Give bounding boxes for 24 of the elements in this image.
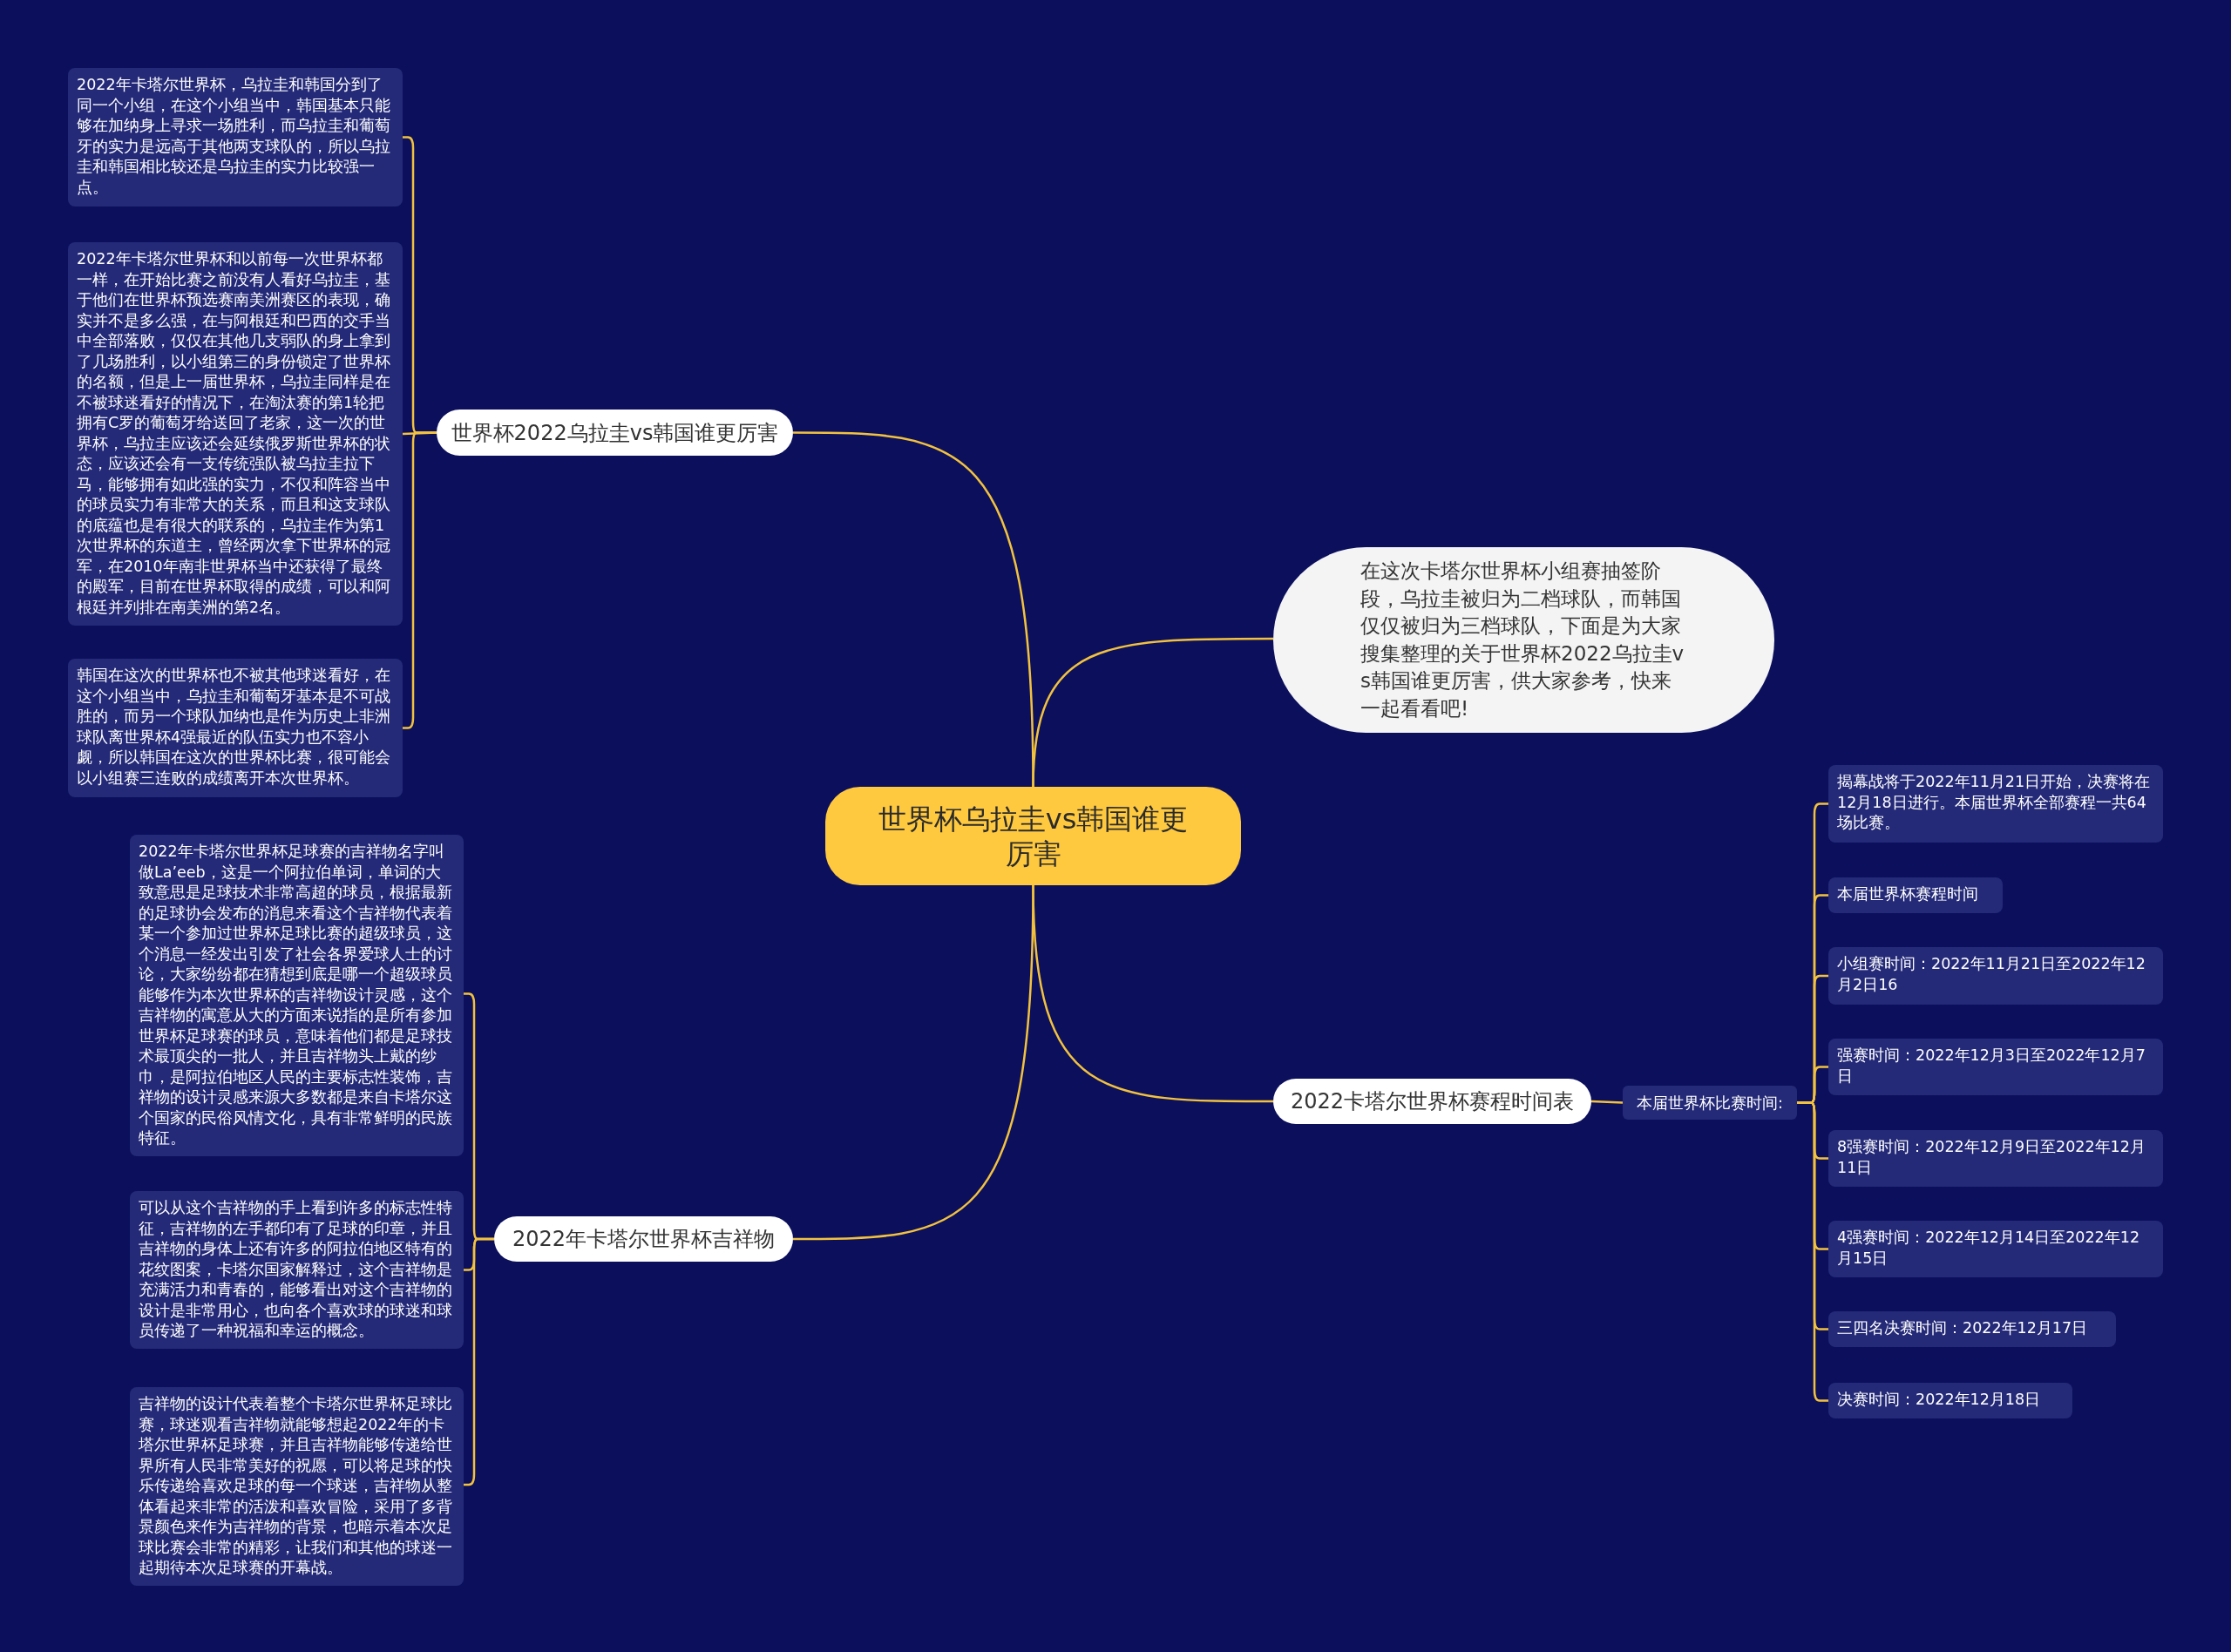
topic-pill: 2022卡塔尔世界杯赛程时间表 bbox=[1273, 1079, 1591, 1124]
text-card: 4强赛时间：2022年12月14日至2022年12月15日 bbox=[1828, 1221, 2163, 1277]
topic-pill: 2022年卡塔尔世界杯吉祥物 bbox=[494, 1216, 793, 1262]
text-card: 小组赛时间：2022年11月21日至2022年12月2日16 bbox=[1828, 947, 2163, 1005]
text-card: 韩国在这次的世界杯也不被其他球迷看好，在这个小组当中，乌拉圭和葡萄牙基本是不可战胜的，而另一个球队加纳也是作为历史上非洲球队离世界杯4强最近的队伍实力也不容小觑，所以韩国在这次的世界杯比赛，很可能会以小组赛三连败的成绩离开本次世界杯。 bbox=[68, 659, 403, 797]
topic-pill: 世界杯2022乌拉圭vs韩国谁更厉害 bbox=[437, 410, 793, 456]
text-card: 2022年卡塔尔世界杯，乌拉圭和韩国分到了同一个小组，在这个小组当中，韩国基本只能够在加纳身上寻求一场胜利，而乌拉圭和葡萄牙的实力是远高于其他两支球队的，所以乌拉圭和韩国相比较还是乌拉圭的实力比较强一点。 bbox=[68, 68, 403, 206]
central-topic: 世界杯乌拉圭vs韩国谁更厉害 bbox=[825, 787, 1241, 885]
connector-line bbox=[1590, 1100, 1624, 1104]
text-card: 吉祥物的设计代表着整个卡塔尔世界杯足球比赛，球迷观看吉祥物就能够想起2022年的卡塔尔世界杯足球赛，并且吉祥物能够传递给世界所有人民非常美好的祝愿，可以将足球的快乐传递给喜欢足球的每一个球迷，吉祥物从整体看起来非常的活泼和喜欢冒险，采用了多背景颜色来作为吉祥物的背景，也暗示着本次足球比赛会非常的精彩，让我们和其他的球迷一起期待本次足球赛的开幕战。 bbox=[130, 1387, 464, 1586]
text-card: 2022年卡塔尔世界杯和以前每一次世界杯都一样，在开始比赛之前没有人看好乌拉圭，基于他们在世界杯预选赛南美洲赛区的表现，确实并不是多么强，在与阿根廷和巴西的交手当中全部落败，仅仅在其他几支弱队的身上拿到了几场胜利，以小组第三的身份锁定了世界杯的名额，但是上一届世界杯，乌拉圭同样是在不被球迷看好的情况下，在淘汰赛的第1轮把拥有C罗的葡萄牙给送回了老家，这一次的世界杯，乌拉圭应该还会延续俄罗斯世界杯的状态，应该还会有一支传统强队被乌拉圭拉下马，能够拥有如此强的实力，不仅和阵容当中的球员实力有非常大的关系，而且和这支球队的底蕴也是有很大的联系的，乌拉圭作为第1次世界杯的东道主，曾经两次拿下世界杯的冠军，在2010年南非世界杯当中还获得了最终的殿军，目前在世界杯取得的成绩，可以和阿根廷并列排在南美洲的第2名。 bbox=[68, 242, 403, 626]
text-card: 2022年卡塔尔世界杯足球赛的吉祥物名字叫做La’eeb，这是一个阿拉伯单词，单词的大致意思是足球技术非常高超的球员，根据最新的足球协会发布的消息来看这个吉祥物代表着某一个参加过世界杯足球比赛的超级球员，这个消息一经发出引发了社会各界爱球人士的讨论，大家纷纷都在猜想到底是哪一个超级球员能够作为本次世界杯的吉祥物设计灵感，这个吉祥物的寓意从大的方面来说指的是所有参加世界杯足球赛的球员，意味着他们都是足球技术最顶尖的一批人，并且吉祥物头上戴的纱巾，是阿拉伯地区人民的主要标志性装饰，吉祥物的设计灵感来源大多数都是来自卡塔尔这个国家的民俗风情文化，具有非常鲜明的民族特征。 bbox=[130, 835, 464, 1156]
connector-line bbox=[1032, 637, 1273, 788]
connector-line bbox=[1797, 1101, 1828, 1402]
intro-bubble: 在这次卡塔尔世界杯小组赛抽签阶段，乌拉圭被归为二档球队，而韩国仅仅被归为三档球队，下面是为大家搜集整理的关于世界杯2022乌拉圭vs韩国谁更厉害，供大家参考，快来一起看看吧! bbox=[1273, 547, 1774, 733]
text-card: 8强赛时间：2022年12月9日至2022年12月11日 bbox=[1828, 1130, 2163, 1187]
text-card: 本届世界杯赛程时间 bbox=[1828, 877, 2003, 913]
text-card: 揭幕战将于2022年11月21日开始，决赛将在12月18日进行。本届世界杯全部赛程一共64场比赛。 bbox=[1828, 765, 2163, 843]
subtopic-label: 本届世界杯比赛时间: bbox=[1623, 1086, 1797, 1120]
text-card: 强赛时间：2022年12月3日至2022年12月7日 bbox=[1828, 1039, 2163, 1095]
text-card: 可以从这个吉祥物的手上看到许多的标志性特征，吉祥物的左手都印有了足球的印章，并且吉祥物的身体上还有许多的阿拉伯地区特有的花纹图案，卡塔尔国家解释过，这个吉祥物是充满活力和青春的，能够看出对这个吉祥物的设计是非常用心，也向各个喜欢球的球迷和球员传递了一种祝福和幸运的概念。 bbox=[130, 1191, 464, 1349]
connector-line bbox=[793, 884, 1034, 1241]
text-card: 三四名决赛时间：2022年12月17日 bbox=[1828, 1311, 2116, 1347]
text-card: 决赛时间：2022年12月18日 bbox=[1828, 1383, 2072, 1418]
